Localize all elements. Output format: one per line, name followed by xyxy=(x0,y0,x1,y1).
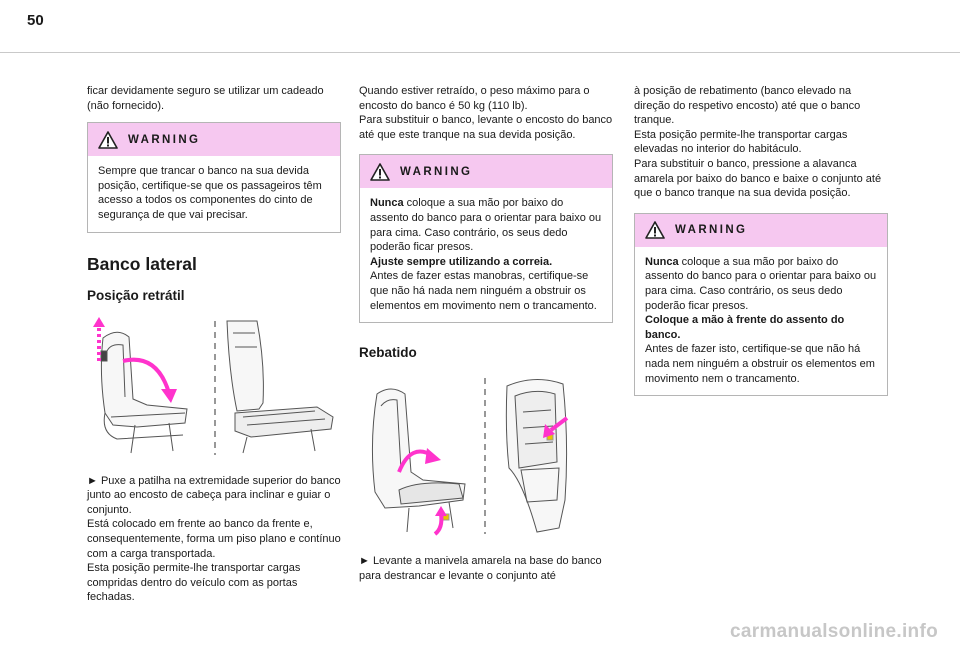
warning-paragraph-3: Antes de fazer estas manobras, certifiqu… xyxy=(370,270,597,312)
warning-emphasis: Ajuste sempre utilizando a correia. xyxy=(370,255,553,268)
warning-triangle-icon xyxy=(98,130,118,149)
seat-illustration-retractable xyxy=(93,316,334,455)
seat-illustration-folded xyxy=(371,378,569,536)
warning-title: WARNING xyxy=(128,133,201,146)
warning-paragraph-2: Ajuste sempre utilizando a correia. xyxy=(370,255,602,270)
warning-box-3: WARNING Nunca coloque a sua mão por baix… xyxy=(634,212,888,397)
col1-body-2: Está colocado em frente ao banco da fren… xyxy=(87,518,341,560)
warning-paragraph-1: Nunca coloque a sua mão por baixo do ass… xyxy=(370,196,602,254)
figure-retractable-seat xyxy=(87,313,341,458)
col2-body: ► Levante a manivela amarela na base do … xyxy=(359,555,602,582)
watermark: carmanualsonline.info xyxy=(730,621,938,642)
col3-intro: à posição de rebatimento (banco elevado … xyxy=(634,84,888,201)
subsection-title-retractable: Posição retrátil xyxy=(87,287,185,303)
col3-intro-1: à posição de rebatimento (banco elevado … xyxy=(634,85,861,127)
warning-title: WARNING xyxy=(675,224,748,237)
warning-title: WARNING xyxy=(400,165,473,178)
warning-emphasis: Nunca xyxy=(370,197,404,210)
warning-text: Sempre que trancar o banco na sua devida… xyxy=(98,165,322,221)
warning-paragraph-1: Nunca coloque a sua mão por baixo do ass… xyxy=(645,255,877,313)
col2-intro-2: Para substituir o banco, levante o encos… xyxy=(359,114,613,141)
warning-emphasis: Nunca xyxy=(645,255,679,268)
warning-triangle-icon xyxy=(645,221,665,240)
col2-intro: Quando estiver retraído, o peso máximo p… xyxy=(359,84,613,142)
warning-box-1: WARNING Sempre que trancar o banco na su… xyxy=(87,122,341,233)
warning-header: WARNING xyxy=(360,155,612,189)
warning-emphasis: Coloque a mão à frente do assento do ban… xyxy=(645,314,845,341)
col3-intro-3: Para substituir o banco, pressione a ala… xyxy=(634,157,882,200)
warning-text: coloque a sua mão por baixo do assento d… xyxy=(645,255,877,312)
col2-intro-1: Quando estiver retraído, o peso máximo p… xyxy=(359,85,590,112)
warning-triangle-icon xyxy=(370,163,390,181)
header-divider xyxy=(0,52,960,53)
warning-paragraph-3: Antes de fazer isto, certifique-se que n… xyxy=(645,343,875,385)
figure-folded-seat xyxy=(359,372,613,540)
column-2: Quando estiver retraído, o peso máximo p… xyxy=(359,84,613,583)
column-1: ficar devidamente seguro se utilizar um … xyxy=(87,84,341,605)
section-title: Banco lateral xyxy=(87,253,197,274)
warning-header: WARNING xyxy=(635,213,887,247)
warning-body: Nunca coloque a sua mão por baixo do ass… xyxy=(635,247,887,395)
warning-paragraph-2: Coloque a mão à frente do assento do ban… xyxy=(645,313,877,342)
warning-box-2: WARNING Nunca coloque a sua mão por baix… xyxy=(359,154,613,324)
warning-text: coloque a sua mão por baixo do assento d… xyxy=(370,197,602,254)
subsection-title-folded: Rebatido xyxy=(359,345,417,361)
warning-body: Sempre que trancar o banco na sua devida… xyxy=(88,156,340,231)
warning-header: WARNING xyxy=(88,123,340,157)
col3-intro-2: Esta posição permite-lhe transportar car… xyxy=(634,128,848,156)
col1-body: ► Puxe a patilha na extremidade superior… xyxy=(87,474,341,605)
col1-body-3: Esta posição permite-lhe transportar car… xyxy=(87,562,301,604)
warning-body: Nunca coloque a sua mão por baixo do ass… xyxy=(360,188,612,322)
col1-intro: ficar devidamente seguro se utilizar um … xyxy=(87,85,324,112)
page-number: 50 xyxy=(27,12,44,29)
column-3: à posição de rebatimento (banco elevado … xyxy=(634,84,888,397)
col1-body-1: ► Puxe a patilha na extremidade superior… xyxy=(87,474,341,516)
